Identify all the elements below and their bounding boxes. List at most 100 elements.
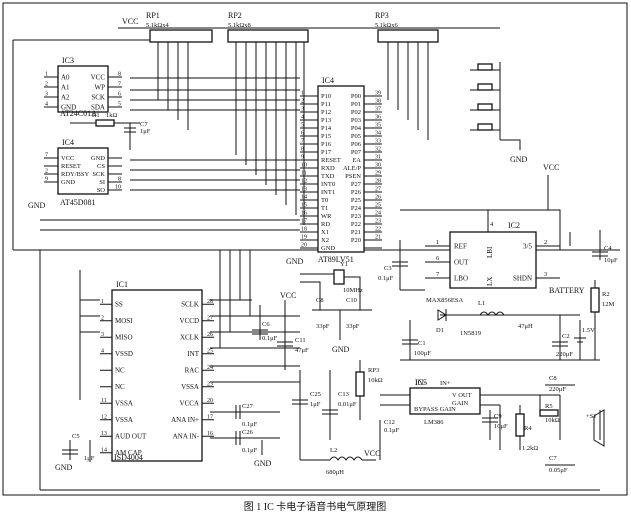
ic4-pin-label: VCC [61,155,74,162]
mcu-pin-num: 17 [301,219,307,225]
ic5-part: LM386 [424,419,444,426]
svg-text:C8: C8 [316,297,324,304]
isd-pin-label: SS [115,301,123,309]
mcu-pin-num: 18 [301,227,307,233]
mcu-pin-num: 38 [375,99,381,105]
isd-pin-label: RAC [185,367,200,375]
svg-text:1μF: 1μF [140,128,151,135]
mcu-pin-num: 16 [301,211,307,217]
isd-pin-label: AM CAP [115,449,142,457]
svg-text:GND: GND [254,459,272,468]
isd-pin-label: VSSA [115,416,133,424]
svg-text:C2: C2 [562,333,570,340]
ic4-pin-label: SI [99,179,105,186]
mcu-pin-label: RD [321,221,330,228]
ic3-pin-num: 3 [45,92,48,98]
svg-text:1.2kΩ: 1.2kΩ [522,445,538,452]
vcc-label-top: VCC [122,17,138,26]
mcu-pin-num: 29 [375,171,381,177]
mcu-pin-label: WR [321,213,332,220]
isd-pin-num: 2 [101,315,104,321]
ic5-lm386: IN- IN+ V OUT GAIN BYPASS GAIN [379,378,560,460]
ic3-pin-num: 5 [118,102,121,108]
mcu-pin-label: PSEN [345,173,361,180]
svg-text:0.1μF: 0.1μF [242,421,258,428]
svg-text:0.01μF: 0.01μF [338,401,357,408]
ic4-pin-num: 10 [115,185,121,191]
svg-text:D1: D1 [436,327,444,334]
ic3-pin-num: 4 [45,102,48,108]
ic2-pin-num: 6 [436,255,440,262]
mcu-pin-num: 28 [375,179,381,185]
mcu-at89lv51: IC4AT89LV51P101P112P123P134P145P156P167P… [300,76,382,264]
mcu-pin-label: X1 [321,229,329,236]
isd-pin-num: 12 [101,414,107,420]
isd-pin-label: VSSA [115,400,133,408]
ic3-part: AT24C01A [60,109,97,118]
isd-pin-label: AUD OUT [115,433,147,441]
svg-text:C6: C6 [262,321,270,328]
ic4-pin-label: SO [97,187,106,194]
ic4-pin-label: RDY/BSY [61,171,89,178]
svg-text:1μF: 1μF [310,401,321,408]
mcu-pin-label: P01 [351,101,361,108]
svg-text:GND: GND [55,463,73,472]
isd-pin-num: 25 [207,348,213,354]
svg-text:10μF: 10μF [604,257,618,264]
ic2-body [449,231,537,289]
svg-text:C13: C13 [338,391,349,398]
svg-text:0.1μF: 0.1μF [384,427,400,434]
svg-text:1kΩ: 1kΩ [106,112,118,119]
mcu-pin-label: T0 [321,197,328,204]
c27-c26: C27 0.1μF C26 0.1μF GND [210,403,280,468]
ic3-pin-label: A1 [61,83,70,91]
mcu-pin-num: 5 [301,123,304,129]
mcu-pin-num: 33 [375,139,381,145]
c6-c11: C6 0.1μF C11 47μF VCC [252,291,309,370]
svg-text:33pF: 33pF [316,323,330,330]
isd-pin-num: 14 [101,447,107,453]
svg-text:RP1: RP1 [146,11,160,20]
mcu-pin-num: 27 [375,187,381,193]
svg-text:1N5819: 1N5819 [460,330,481,337]
svg-text:C8: C8 [549,375,557,382]
svg-text:R5: R5 [545,403,553,410]
mcu-pin-num: 6 [301,131,304,137]
svg-text:10μF: 10μF [494,423,508,430]
isd-pin-num: 11 [101,398,107,404]
svg-text:C11: C11 [295,337,306,344]
svg-text:C10: C10 [346,297,357,304]
svg-text:12M: 12M [602,301,615,308]
ic2-ref: IC2 [508,221,520,230]
isd-pin-num: 23 [207,381,213,387]
mcu-pin-label: TXD [321,173,335,180]
svg-text:10MHz: 10MHz [343,287,363,294]
mcu-pin-num: 20 [301,243,307,249]
ic3-ref: IC3 [62,56,74,65]
ic2-pin-label: OUT [454,259,469,267]
ic4-pin-num: 2 [45,169,48,175]
crystal-network: Y1 10MHz C8 33pF C10 33pF GND [300,261,372,354]
mcu-pin-label: P14 [321,125,332,132]
mcu-pin-label: P03 [351,117,361,124]
mcu-pin-label: P17 [321,149,332,156]
svg-text:+S1: +S1 [586,413,597,420]
mcu-pin-label: RXD [321,165,335,172]
mcu-pin-label: P27 [351,181,362,188]
ic4-pin-num: 7 [45,153,48,159]
ic3-pin-num: 2 [45,82,48,88]
isd-pin-num: 20 [207,398,213,404]
mcu-pin-num: 21 [375,235,381,241]
mcu-pin-label: P16 [321,141,332,148]
isd-body [111,289,203,462]
vcc-rail [12,27,620,251]
ic4-pin-label: SCK [92,171,105,178]
svg-text:100μF: 100μF [414,350,431,357]
svg-text:C4: C4 [604,245,612,252]
svg-text:1.5V: 1.5V [582,327,595,334]
svg-text:C1: C1 [418,340,426,347]
mcu-pin-num: 10 [301,163,307,169]
resistor-pack-rp1: RP1 5.1kΩx4 [146,11,213,43]
